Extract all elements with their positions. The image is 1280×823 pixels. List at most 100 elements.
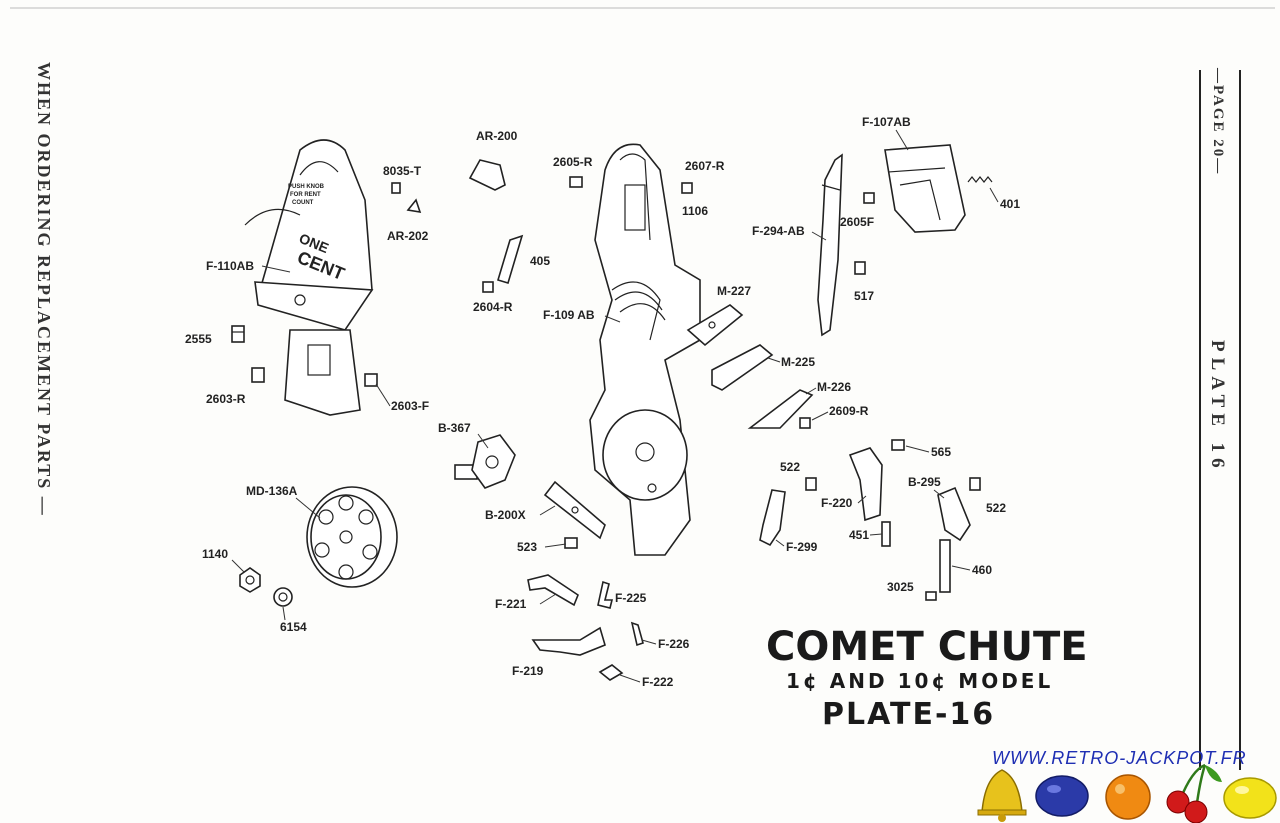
orange-icon bbox=[1105, 774, 1151, 820]
cherries-icon bbox=[1166, 763, 1222, 823]
part-f219 bbox=[531, 626, 606, 656]
ordering-note: WHEN ORDERING REPLACEMENT PARTS — bbox=[34, 62, 54, 517]
part-f225 bbox=[597, 580, 614, 609]
label-2609-r: 2609-R bbox=[829, 404, 869, 418]
screw-2605-r bbox=[569, 176, 583, 188]
plum-icon bbox=[1035, 775, 1089, 817]
label-f107ab: F-107AB bbox=[862, 115, 911, 129]
spring-460 bbox=[939, 539, 951, 593]
label-f222: F-222 bbox=[642, 675, 674, 689]
title-line-1: COMET CHUTE bbox=[766, 624, 1088, 670]
label-ar-202: AR-202 bbox=[387, 229, 429, 243]
label-f220: F-220 bbox=[821, 496, 853, 510]
nut-1140 bbox=[239, 567, 261, 593]
chute-body-f109ab bbox=[589, 143, 701, 556]
part-ar-202 bbox=[406, 198, 422, 214]
part-labels: F-110AB 8035-T AR-202 AR-200 2605-R 2607… bbox=[185, 115, 1020, 689]
spring-401 bbox=[967, 176, 993, 183]
lever-f294ab bbox=[817, 153, 843, 337]
label-565: 565 bbox=[931, 445, 951, 459]
screw-2603-f bbox=[364, 373, 378, 387]
disc-md136a bbox=[306, 486, 398, 588]
bracket-f220 bbox=[848, 447, 883, 522]
label-460: 460 bbox=[972, 563, 992, 577]
label-md136a: MD-136A bbox=[246, 484, 298, 498]
screw-2607-r bbox=[681, 182, 693, 194]
label-2603-f: 2603-F bbox=[391, 399, 429, 413]
label-8035-t: 8035-T bbox=[383, 164, 422, 178]
part-f221 bbox=[527, 574, 579, 607]
plate-m227 bbox=[686, 304, 744, 347]
label-f225: F-225 bbox=[615, 591, 647, 605]
label-6154: 6154 bbox=[280, 620, 307, 634]
label-2607-r: 2607-R bbox=[685, 159, 725, 173]
screw-3025 bbox=[925, 591, 937, 601]
label-f299: F-299 bbox=[786, 540, 818, 554]
label-1106: 1106 bbox=[682, 204, 708, 218]
label-401: 401 bbox=[1000, 197, 1020, 211]
bracket-f299 bbox=[759, 489, 786, 547]
plate-text-small2: FOR RENT bbox=[290, 192, 321, 198]
label-m225: M-225 bbox=[781, 355, 815, 369]
lemon-icon bbox=[1223, 777, 1277, 819]
screw-2605f bbox=[863, 192, 875, 204]
screw-522-a bbox=[805, 477, 817, 491]
bell-icon bbox=[977, 769, 1027, 822]
plate-m226 bbox=[747, 389, 814, 429]
screw-522-b bbox=[969, 477, 981, 491]
screw-2603-r bbox=[251, 367, 265, 383]
label-f109ab: F-109 AB bbox=[543, 308, 595, 322]
label-523: 523 bbox=[517, 540, 537, 554]
star-wheel-b367 bbox=[454, 434, 516, 489]
label-517: 517 bbox=[854, 289, 874, 303]
label-m227: M-227 bbox=[717, 284, 751, 298]
label-2603-r: 2603-R bbox=[206, 392, 246, 406]
label-b200x: B-200X bbox=[485, 508, 526, 522]
spring-451 bbox=[881, 521, 891, 547]
plate-header: PLATE 16 bbox=[1207, 340, 1228, 474]
part-ar-200 bbox=[468, 159, 506, 191]
screw-2609-r bbox=[799, 417, 811, 429]
label-b367: B-367 bbox=[438, 421, 471, 435]
label-f226: F-226 bbox=[658, 637, 690, 651]
top-plate-f110ab: PUSH KNOB FOR RENT COUNT ONE CENT bbox=[244, 139, 374, 331]
label-f221: F-221 bbox=[495, 597, 527, 611]
part-8035-t bbox=[391, 182, 401, 194]
label-f219: F-219 bbox=[512, 664, 544, 678]
label-2604-r: 2604-R bbox=[473, 300, 513, 314]
label-2605f: 2605F bbox=[840, 215, 874, 229]
label-522-a: 522 bbox=[780, 460, 800, 474]
watermark-url: WWW.RETRO-JACKPOT.FR bbox=[992, 748, 1247, 768]
label-522-b: 522 bbox=[986, 501, 1006, 515]
guide-m225 bbox=[711, 344, 774, 391]
arm-b200x bbox=[543, 480, 606, 540]
label-2605-r: 2605-R bbox=[553, 155, 593, 169]
part-f222 bbox=[598, 664, 624, 681]
plate-text-small3: COUNT bbox=[292, 200, 314, 206]
label-f294ab: F-294-AB bbox=[752, 224, 805, 238]
label-b295: B-295 bbox=[908, 475, 941, 489]
housing-f107ab bbox=[884, 144, 966, 233]
screw-517 bbox=[854, 261, 866, 275]
plate-text-small1: PUSH KNOB bbox=[288, 184, 325, 190]
screw-2555 bbox=[231, 325, 245, 343]
page-number: —PAGE 20— bbox=[1210, 67, 1226, 175]
label-451: 451 bbox=[849, 528, 869, 542]
part-f226 bbox=[630, 621, 644, 647]
screw-565 bbox=[891, 439, 905, 451]
label-405: 405 bbox=[530, 254, 550, 268]
label-3025: 3025 bbox=[887, 580, 914, 594]
lower-bracket bbox=[284, 329, 361, 416]
label-ar-200: AR-200 bbox=[476, 129, 518, 143]
label-2555: 2555 bbox=[185, 332, 212, 346]
label-m226: M-226 bbox=[817, 380, 851, 394]
washer-6154 bbox=[273, 587, 293, 607]
title-line-2: 1¢ AND 10¢ MODEL bbox=[786, 669, 1053, 693]
label-f110ab: F-110AB bbox=[206, 259, 254, 273]
label-1140: 1140 bbox=[202, 547, 228, 561]
title-line-3: PLATE-16 bbox=[822, 697, 995, 732]
screw-523 bbox=[564, 537, 578, 549]
part-b295 bbox=[937, 486, 971, 542]
